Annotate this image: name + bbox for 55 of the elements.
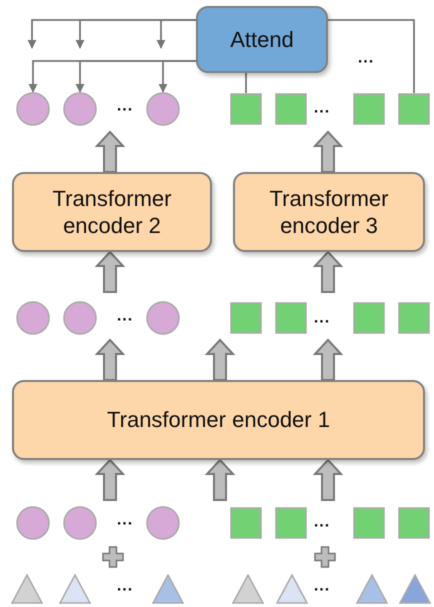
- token-square: [230, 507, 262, 539]
- block-arrow: [94, 130, 126, 173]
- attention-box: Attend: [196, 6, 328, 73]
- token-square: [353, 93, 385, 125]
- triangle-marker: [11, 574, 43, 604]
- token-circle: [16, 301, 50, 335]
- triangle-marker: [356, 574, 388, 604]
- token-circle: [146, 92, 180, 126]
- arrow: [156, 19, 196, 49]
- ellipsis: ...: [116, 308, 134, 324]
- token-square: [398, 507, 430, 539]
- ellipsis: ...: [358, 50, 374, 66]
- token-circle: [63, 92, 97, 126]
- block-arrow: [204, 458, 236, 501]
- triangle-marker: [59, 574, 91, 604]
- token-square: [398, 302, 430, 334]
- token-square: [275, 507, 307, 539]
- block-arrow: [204, 338, 236, 381]
- ellipsis: ...: [314, 514, 330, 530]
- block-arrow: [312, 130, 344, 173]
- token-square: [353, 302, 385, 334]
- block-arrow: [312, 250, 344, 293]
- token-square: [275, 93, 307, 125]
- token-circle: [146, 301, 180, 335]
- token-square: [230, 93, 262, 125]
- encoder-box: Transformer encoder 3: [233, 172, 425, 252]
- token-circle: [63, 506, 97, 540]
- connector-line: [328, 19, 415, 93]
- block-arrow: [94, 338, 126, 381]
- block-arrow: [312, 458, 344, 501]
- triangle-marker: [152, 574, 184, 604]
- token-circle: [146, 506, 180, 540]
- encoder-box: Transformer encoder 1: [12, 380, 425, 460]
- triangle-marker: [232, 574, 264, 604]
- ellipsis: ...: [116, 578, 134, 594]
- block-arrow: [94, 458, 126, 501]
- triangle-marker: [276, 574, 308, 604]
- encoder-box: Transformer encoder 2: [12, 172, 212, 252]
- token-square: [275, 302, 307, 334]
- token-square: [353, 507, 385, 539]
- token-circle: [63, 301, 97, 335]
- ellipsis: ...: [116, 98, 134, 114]
- block-arrow: [312, 338, 344, 381]
- block-arrow: [94, 250, 126, 293]
- token-square: [398, 93, 430, 125]
- ellipsis: ...: [314, 100, 330, 116]
- token-square: [230, 302, 262, 334]
- ellipsis: ...: [116, 512, 134, 528]
- token-circle: [16, 92, 50, 126]
- connector-line: [245, 73, 247, 93]
- ellipsis: ...: [314, 310, 330, 326]
- arrow: [158, 60, 196, 93]
- ellipsis: ...: [314, 578, 330, 594]
- token-circle: [16, 506, 50, 540]
- triangle-marker: [399, 574, 431, 604]
